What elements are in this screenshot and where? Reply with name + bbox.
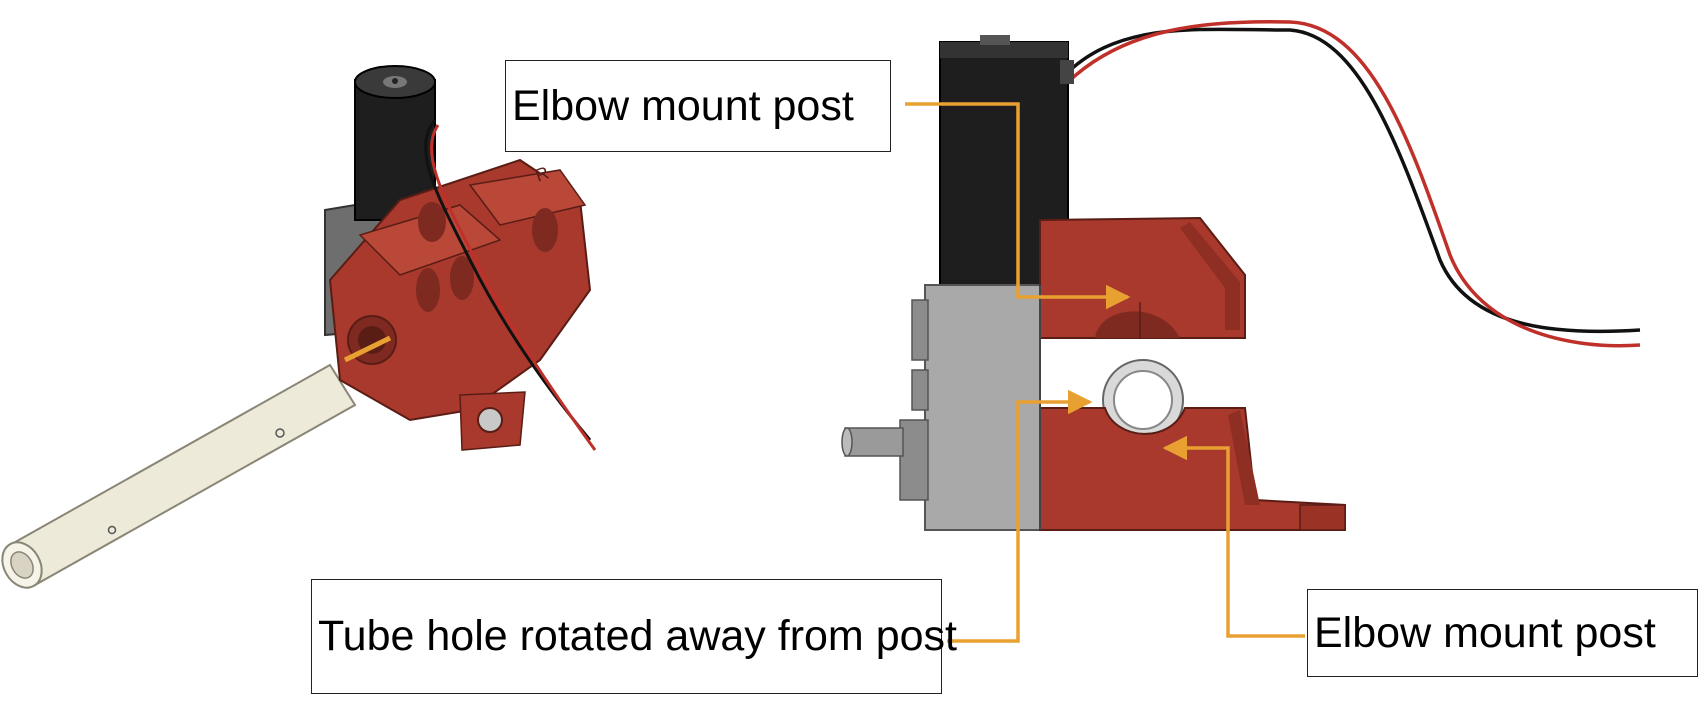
callout-text: Tube hole rotated away from post [318,612,957,660]
isometric-assembly: R [1,65,597,589]
motor-wire-red [430,124,597,451]
lower-elbow-bracket [1039,407,1346,531]
callout-tube-hole: Tube hole rotated away from post [311,579,957,694]
arrow-bottom-post [1162,435,1305,638]
callout-text: Elbow mount post [512,81,854,130]
motor-wire-black [424,119,592,441]
tube-cross-section [1102,359,1184,441]
callout-elbow-mount-post-bottom: Elbow mount post [1307,589,1698,677]
tube-indicator-arrow [343,335,392,363]
side-wire-red [1066,20,1641,348]
upper-elbow-bracket [1039,216,1246,339]
arrow-top-post [905,102,1131,310]
side-view-assembly [841,20,1641,531]
arrow-tube-hole [947,389,1093,643]
callout-arrows [905,102,1305,643]
callout-text: Elbow mount post [1314,608,1656,657]
svg-text:R: R [533,163,552,186]
pvc-tube [1,363,357,589]
callout-elbow-mount-post-top: Elbow mount post [505,60,891,152]
side-gearbox [841,284,1041,531]
